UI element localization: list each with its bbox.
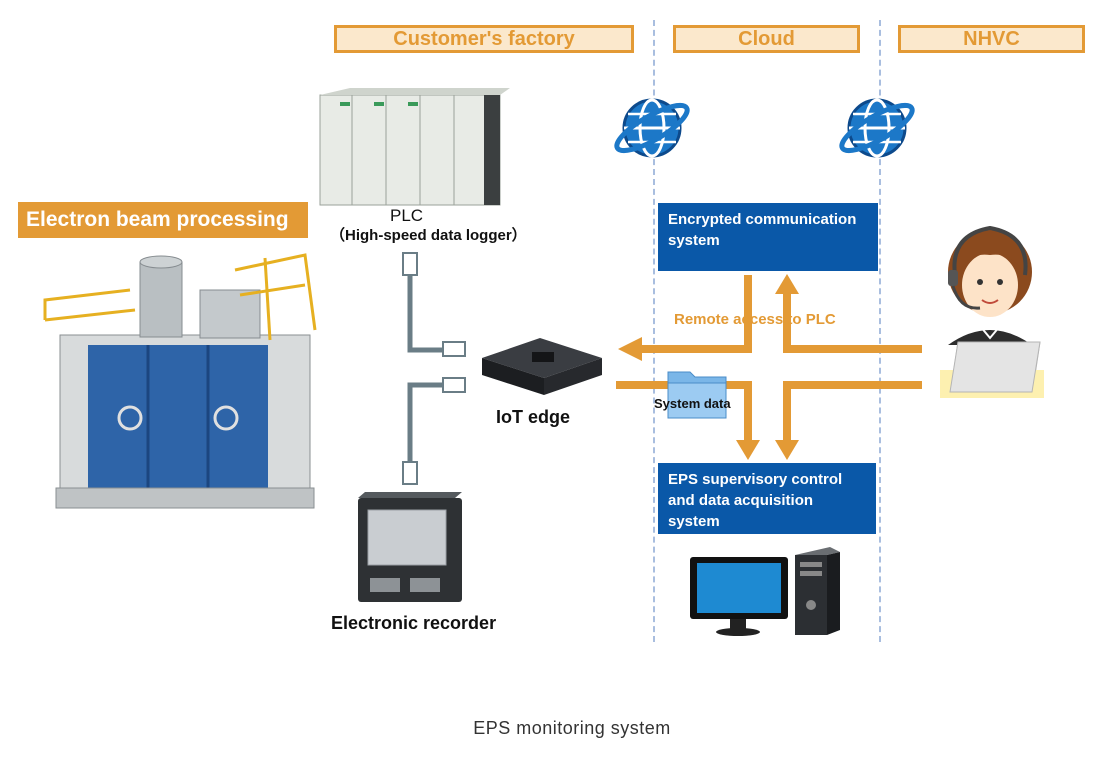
figure-caption: EPS monitoring system — [473, 718, 671, 738]
zone-cloud-label: Cloud — [738, 27, 795, 50]
eps-scada-box: EPS supervisory control and data acquisi… — [658, 463, 876, 534]
recorder-label: Electronic recorder — [331, 613, 497, 633]
arrow-remote-access — [618, 274, 922, 361]
cable-recorder-to-edge — [402, 377, 466, 485]
iot-edge-label: IoT edge — [496, 407, 571, 427]
system-data-label: System data — [654, 396, 731, 411]
machine-label: Electron beam processing — [18, 202, 308, 238]
remote-access-label: Remote access to PLC — [674, 311, 836, 328]
machine-label-text: Electron beam processing — [26, 208, 289, 231]
zone-nhvc: NHVC — [898, 25, 1085, 53]
folder-icon — [667, 371, 727, 419]
iot-edge-device-icon — [482, 338, 602, 395]
zone-customer-factory-label: Customer's factory — [393, 27, 575, 50]
monitor-icon — [690, 557, 788, 636]
arrow-system-data — [616, 381, 922, 460]
zone-cloud: Cloud — [673, 25, 860, 53]
plc-subtitle: （High-speed data logger） — [330, 227, 527, 244]
electron-beam-machine-icon — [43, 253, 317, 509]
plc-device-icon — [319, 88, 510, 206]
zone-customer-factory: Customer's factory — [334, 25, 634, 53]
cable-plc-to-edge — [402, 252, 466, 357]
zone-nhvc-label: NHVC — [963, 27, 1020, 50]
globe-icon — [614, 98, 690, 158]
operator-icon — [940, 225, 1044, 398]
divider-cloud-nhvc — [879, 20, 881, 642]
electronic-recorder-icon — [358, 492, 462, 602]
globe-icon — [839, 98, 915, 158]
divider-factory-cloud — [653, 20, 655, 642]
plc-title: PLC — [390, 206, 424, 225]
pc-tower-icon — [795, 547, 840, 635]
encrypted-communication-box: Encrypted communication system — [658, 203, 878, 271]
